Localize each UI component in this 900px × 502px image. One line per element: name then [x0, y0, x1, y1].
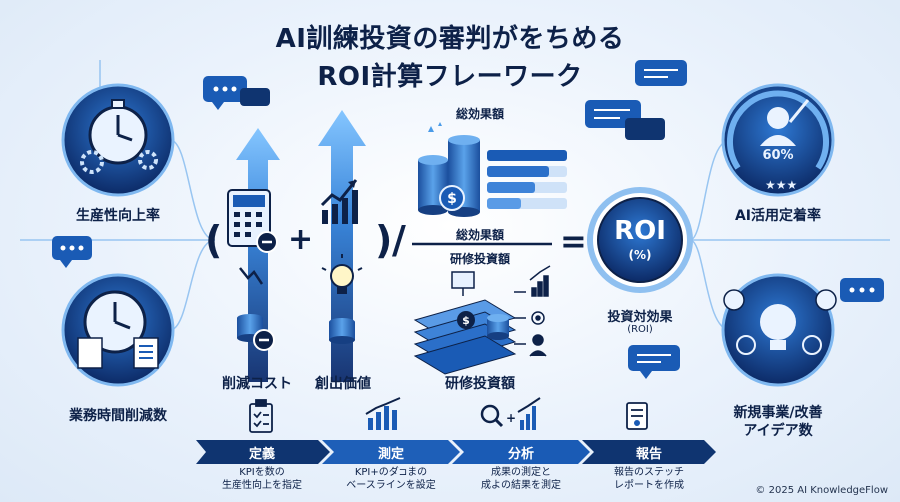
step-define: 定義	[248, 446, 275, 462]
roi-badge	[587, 187, 693, 293]
svg-text:+: +	[506, 411, 516, 425]
step-analyze: 分析	[507, 446, 534, 462]
step-report-desc-line2: レポートを作成	[614, 480, 684, 491]
clock-documents-icon	[61, 273, 175, 387]
money-stack-icon: $	[413, 271, 517, 375]
chat-bubble-icon	[52, 236, 92, 268]
step-define-desc-line1: KPIを数の	[239, 467, 285, 478]
chat-bubble-icon	[203, 76, 270, 110]
chat-bubble-icon	[628, 345, 680, 379]
step-report-desc-line1: 報告のステッチ	[614, 467, 684, 478]
magnifier-chart-icon: +	[480, 397, 541, 430]
step-analyze-desc: 成果の測定と 成よの結果を測定	[446, 466, 596, 492]
svg-text:$: $	[462, 314, 470, 327]
progress-bars-icon	[487, 150, 567, 209]
label-investment-denominator: 研修投資額	[449, 252, 510, 266]
step-measure-desc-line2: ベースラインを設定	[346, 480, 436, 491]
coin-stack-icon: $	[418, 122, 480, 217]
label-total-effect-top: 総効果額	[455, 107, 504, 121]
value-creation-arrow	[318, 110, 366, 382]
label-new-ideas-line1: 新規事業/改善	[733, 405, 823, 421]
lightbulbs-icon	[721, 273, 837, 387]
close-paren: )	[375, 218, 393, 262]
label-time-reduction: 業務時間削減数	[69, 408, 167, 424]
step-analyze-desc-line2: 成よの結果を測定	[481, 480, 561, 491]
step-measure-desc-line1: KPI+のダ⊐まの	[354, 467, 428, 478]
step-define-desc-line2: 生産性向上を指定	[222, 480, 302, 491]
divide-slash: /	[392, 218, 406, 262]
svg-text:$: $	[447, 191, 457, 207]
svg-text:★★★: ★★★	[765, 178, 797, 192]
label-investment-bottom: 研修投資額	[445, 376, 515, 392]
equals-sign: =	[560, 222, 587, 260]
step-define-desc: KPIを数の 生産性向上を指定	[187, 466, 337, 492]
title-line-2: ROI計算フレーワーク	[317, 62, 583, 92]
step-measure-desc: KPI+のダ⊐まの ベースラインを設定	[316, 466, 466, 492]
gauge-percent: 60%	[762, 148, 794, 163]
report-icon	[626, 402, 648, 430]
step-report-desc: 報告のステッチ レポートを作成	[574, 466, 724, 492]
trend-up-icon	[320, 179, 358, 207]
label-productivity: 生産性向上率	[76, 208, 160, 224]
stopwatch-icon	[61, 83, 175, 197]
chat-bubble-icon	[585, 100, 665, 140]
label-adoption: AI活用定着率	[734, 208, 822, 224]
clipboard-icon	[249, 399, 273, 433]
open-paren: (	[205, 218, 223, 262]
copyright: © 2025 AI KnowledgeFlow	[755, 485, 888, 496]
label-cost-reduction: 削減コスト	[222, 376, 292, 392]
lightbulb-icon	[330, 264, 354, 288]
roi-text: ROI	[614, 216, 666, 246]
step-ribbon	[196, 440, 716, 464]
chat-bubble-icon	[635, 60, 687, 86]
roi-unit: (%)	[628, 248, 652, 262]
gauge-icon: ★★★	[721, 83, 835, 197]
label-total-effect-numerator: 総効果額	[455, 228, 504, 242]
investment-sub-icons	[514, 265, 551, 357]
trend-down-icon	[239, 267, 264, 285]
step-analyze-desc-line1: 成果の測定と	[491, 467, 551, 478]
step-measure: 測定	[377, 446, 404, 462]
title-line-1: AI訓練投資の審判がをちめる	[275, 24, 625, 54]
plus-sign: +	[288, 222, 314, 257]
label-value-creation: 創出価値	[315, 376, 371, 392]
label-roi: 投資対効果	[607, 310, 673, 325]
label-new-ideas-line2: アイデア数	[743, 423, 813, 439]
bar-chart-icon	[365, 397, 401, 430]
chat-bubble-icon	[840, 278, 884, 302]
step-report: 報告	[635, 446, 662, 462]
label-roi-sub: (ROI)	[627, 324, 653, 335]
cost-reduction-arrow	[227, 128, 280, 382]
